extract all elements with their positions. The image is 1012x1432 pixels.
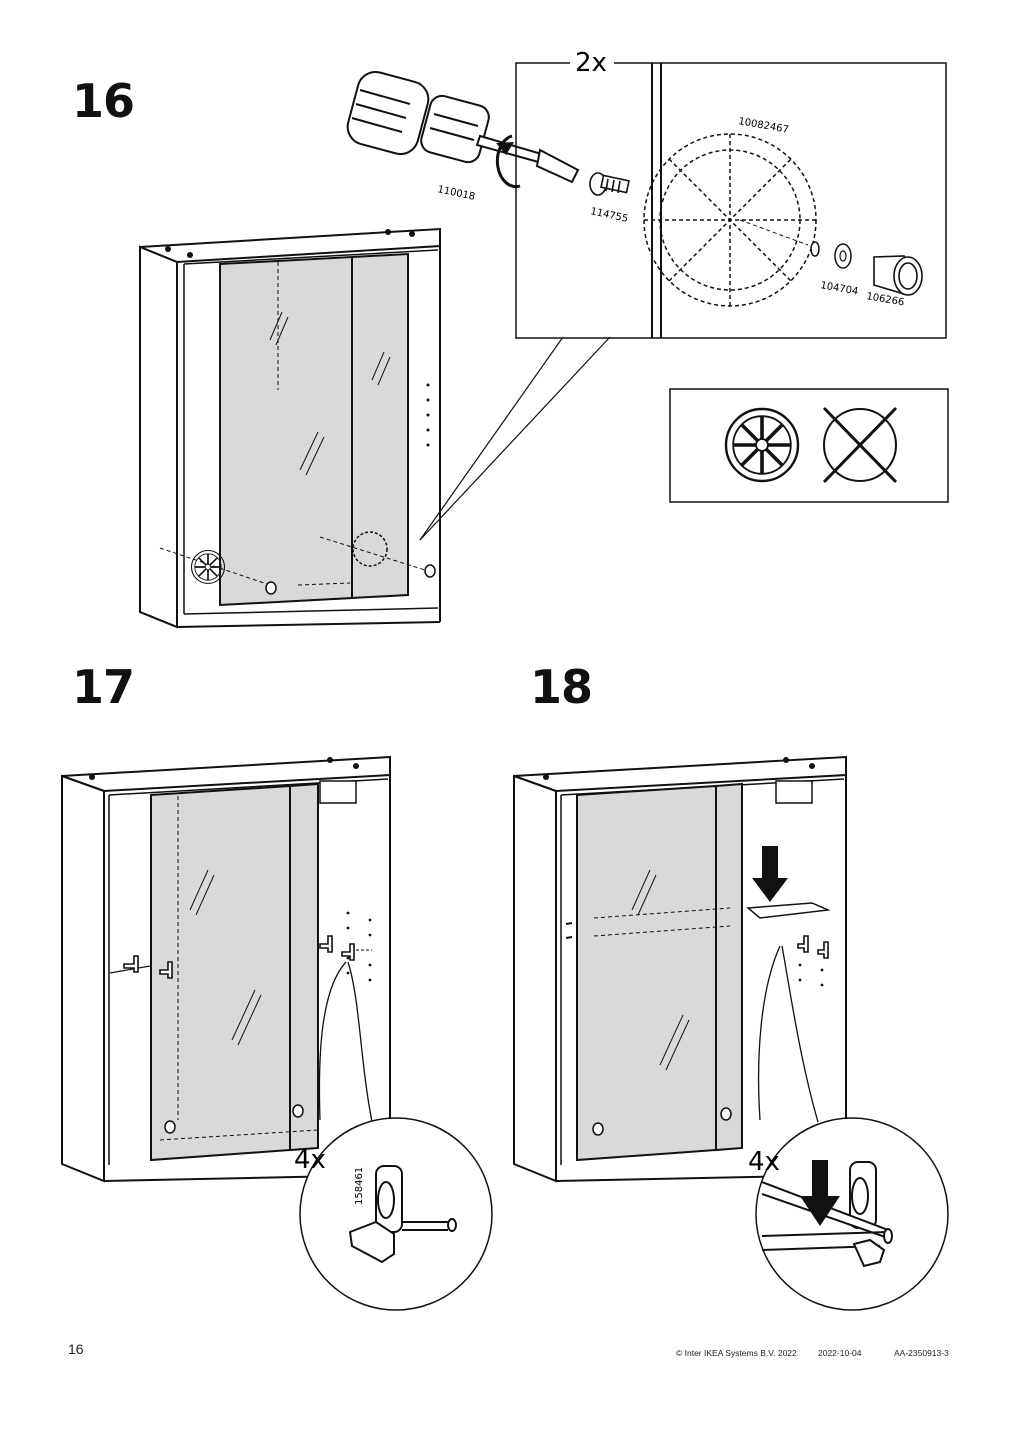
- step-16-quantity: 2x: [575, 48, 607, 78]
- screw-icon: [589, 172, 630, 196]
- document-date: 2022-10-04: [818, 1348, 862, 1358]
- step-17-quantity: 4x: [294, 1145, 326, 1175]
- step-18-number: 18: [530, 660, 593, 714]
- knob-icon: [873, 255, 923, 296]
- part-106266-label: 106266: [865, 291, 905, 308]
- part-114755-label: 114755: [589, 206, 629, 225]
- document-id: AA-2350913-3: [894, 1348, 949, 1358]
- step-16-number: 16: [72, 74, 135, 128]
- step-17-illustration: [61, 755, 493, 1311]
- catch-orientation-box: [669, 388, 949, 503]
- screwdriver-icon: [346, 70, 580, 184]
- part-104704-label: 104704: [819, 280, 859, 297]
- step-16-detail-box: [515, 62, 947, 339]
- step-16-illustration: [139, 62, 949, 629]
- part-110018-label: 110018: [436, 184, 476, 203]
- shelf-support-detail: [348, 1165, 457, 1264]
- page-number: 16: [68, 1341, 84, 1357]
- step-18-quantity: 4x: [748, 1147, 780, 1177]
- copyright-notice: © Inter IKEA Systems B.V. 2022: [676, 1348, 797, 1358]
- shelf-support-icon: [123, 935, 355, 979]
- cabinet-16: [139, 227, 441, 629]
- step-17-number: 17: [72, 660, 135, 714]
- part-10082467-label: 10082467: [737, 116, 789, 136]
- part-158461-label: 158461: [354, 1167, 365, 1205]
- step-18-illustration: [513, 755, 949, 1311]
